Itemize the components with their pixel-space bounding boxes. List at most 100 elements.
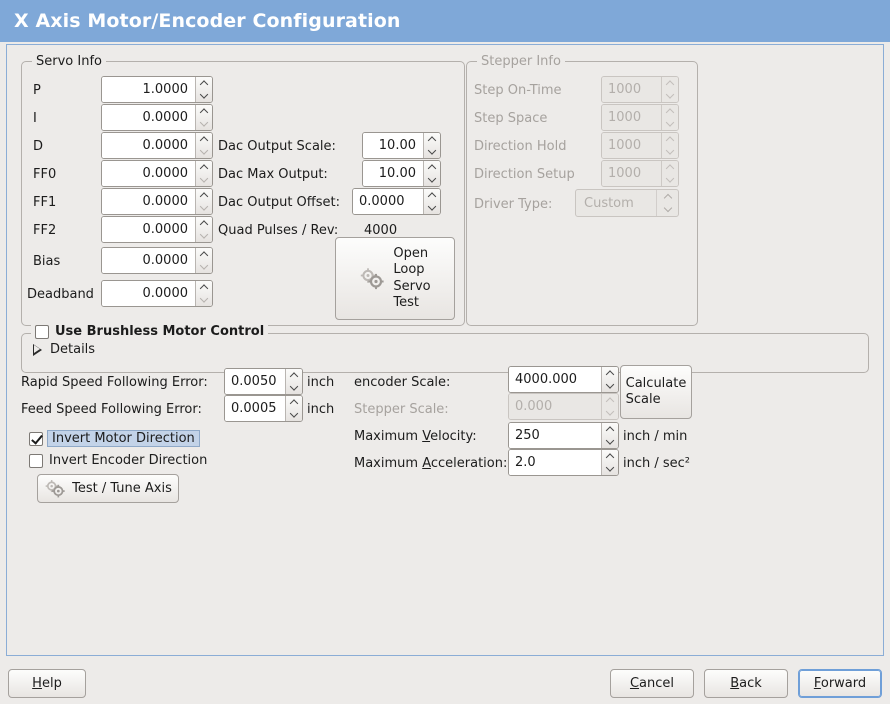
servo-stepper-ff1[interactable]: [195, 189, 212, 214]
stepper-up-icon[interactable]: [196, 161, 212, 174]
rapid-speed-following-error-input[interactable]: 0.0050: [224, 368, 303, 395]
servo-stepper-bias[interactable]: [195, 248, 212, 273]
stepper-down-icon[interactable]: [196, 230, 212, 243]
stepper-up-icon[interactable]: [602, 367, 618, 380]
stepper-down-icon[interactable]: [196, 146, 212, 159]
stepper-down-icon[interactable]: [424, 174, 440, 187]
stepper-down-icon[interactable]: [286, 382, 302, 395]
servo-stepper-i[interactable]: [195, 105, 212, 130]
dac-max-output-input[interactable]: 10.00: [362, 160, 441, 187]
chevron-right-icon[interactable]: [33, 343, 42, 356]
stepper-down-icon[interactable]: [196, 261, 212, 274]
stepper-down-icon[interactable]: [602, 436, 618, 449]
dac-max-output-label: Dac Max Output:: [218, 167, 328, 182]
stepper-down-icon[interactable]: [196, 202, 212, 215]
servo-input-i[interactable]: 0.0000: [101, 104, 213, 131]
servo-stepper-d[interactable]: [195, 133, 212, 158]
encoder-scale-input[interactable]: 4000.000: [508, 366, 619, 393]
servo-input-d[interactable]: 0.0000: [101, 132, 213, 159]
stepper-down-icon[interactable]: [196, 118, 212, 131]
open-loop-servo-test-button[interactable]: Open Loop Servo Test: [335, 237, 455, 320]
stepper-up-icon[interactable]: [196, 248, 212, 261]
checkbox-box[interactable]: [35, 324, 49, 339]
stepper-down-icon: [602, 407, 618, 420]
stepper-down-icon[interactable]: [196, 90, 212, 103]
stepper-up-icon[interactable]: [196, 217, 212, 230]
checkbox-box[interactable]: [29, 431, 43, 446]
open-loop-line-4: Test: [393, 294, 419, 310]
servo-label-ff2: FF2: [33, 223, 57, 238]
servo-label-ff0: FF0: [33, 167, 57, 182]
help-button-label: Help: [32, 676, 62, 691]
dialog-footer: Help Cancel Back Forward: [0, 658, 890, 704]
stepper-down-icon[interactable]: [602, 380, 618, 393]
feed-speed-following-error-label: Feed Speed Following Error:: [21, 402, 202, 417]
servo-input-ff2[interactable]: 0.0000: [101, 216, 213, 243]
stepper-down-icon[interactable]: [424, 146, 440, 159]
feed-error-stepper[interactable]: [285, 396, 302, 421]
rapid-error-stepper[interactable]: [285, 369, 302, 394]
calculate-scale-line-2: Scale: [625, 392, 661, 407]
use-brushless-motor-control-checkbox[interactable]: Use Brushless Motor Control: [31, 324, 269, 339]
stepper-down-icon[interactable]: [196, 294, 212, 307]
feed-speed-following-error-input[interactable]: 0.0005: [224, 395, 303, 422]
stepper-up-icon[interactable]: [602, 423, 618, 436]
direction-setup-input: 1000: [601, 160, 679, 187]
rapid-speed-following-error-value: 0.0050: [225, 369, 285, 394]
stepper-down-icon[interactable]: [196, 174, 212, 187]
cancel-button[interactable]: Cancel: [610, 669, 694, 698]
back-rest: ack: [739, 676, 762, 691]
maximum-velocity-input[interactable]: 250: [508, 422, 619, 449]
encoder-scale-stepper[interactable]: [601, 367, 618, 392]
help-button[interactable]: Help: [8, 669, 86, 698]
maximum-acceleration-stepper[interactable]: [601, 450, 618, 475]
servo-stepper-ff0[interactable]: [195, 161, 212, 186]
stepper-down-icon[interactable]: [286, 409, 302, 422]
gears-icon: [359, 267, 385, 291]
servo-value-deadband: 0.0000: [102, 281, 195, 306]
stepper-down-icon[interactable]: [424, 202, 440, 215]
test-tune-axis-button[interactable]: Test / Tune Axis: [37, 474, 179, 503]
servo-stepper-deadband[interactable]: [195, 281, 212, 306]
dac-output-scale-input[interactable]: 10.00: [362, 132, 441, 159]
servo-stepper-ff2[interactable]: [195, 217, 212, 242]
invert-motor-direction-checkbox[interactable]: Invert Motor Direction: [29, 430, 200, 447]
servo-input-ff0[interactable]: 0.0000: [101, 160, 213, 187]
stepper-up-icon[interactable]: [196, 281, 212, 294]
servo-input-bias[interactable]: 0.0000: [101, 247, 213, 274]
encoder-scale-value: 4000.000: [509, 367, 601, 392]
maximum-velocity-stepper[interactable]: [601, 423, 618, 448]
maximum-acceleration-input[interactable]: 2.0: [508, 449, 619, 476]
stepper-up-icon[interactable]: [424, 161, 440, 174]
stepper-up-icon[interactable]: [286, 369, 302, 382]
servo-label-bias: Bias: [33, 254, 61, 269]
stepper-up-icon[interactable]: [286, 396, 302, 409]
stepper-up-icon[interactable]: [424, 189, 440, 202]
calculate-scale-button[interactable]: Calculate Scale: [620, 365, 692, 419]
dac-output-scale-stepper[interactable]: [423, 133, 440, 158]
stepper-up-icon[interactable]: [196, 105, 212, 118]
forward-button[interactable]: Forward: [798, 669, 882, 698]
dac-output-offset-input[interactable]: 0.0000: [352, 188, 441, 215]
stepper-up-icon[interactable]: [196, 189, 212, 202]
dac-output-offset-stepper[interactable]: [423, 189, 440, 214]
feed-speed-following-error-unit: inch: [307, 402, 335, 417]
stepper-up-icon[interactable]: [602, 450, 618, 463]
servo-stepper-p[interactable]: [195, 77, 212, 102]
stepper-scale-input: 0.000: [508, 393, 619, 420]
invert-encoder-direction-checkbox[interactable]: Invert Encoder Direction: [29, 453, 207, 468]
stepper-up-icon[interactable]: [196, 77, 212, 90]
stepper-info-group: Stepper Info: [466, 54, 698, 326]
stepper-down-icon[interactable]: [602, 463, 618, 476]
feed-speed-following-error-value: 0.0005: [225, 396, 285, 421]
dac-max-output-stepper[interactable]: [423, 161, 440, 186]
stepper-up-icon[interactable]: [424, 133, 440, 146]
servo-input-deadband[interactable]: 0.0000: [101, 280, 213, 307]
checkbox-box[interactable]: [29, 453, 43, 468]
stepper-up-icon[interactable]: [196, 133, 212, 146]
servo-input-ff1[interactable]: 0.0000: [101, 188, 213, 215]
window-titlebar: X Axis Motor/Encoder Configuration: [0, 0, 890, 42]
back-button[interactable]: Back: [704, 669, 788, 698]
details-expander[interactable]: Details: [33, 342, 95, 357]
servo-input-p[interactable]: 1.0000: [101, 76, 213, 103]
